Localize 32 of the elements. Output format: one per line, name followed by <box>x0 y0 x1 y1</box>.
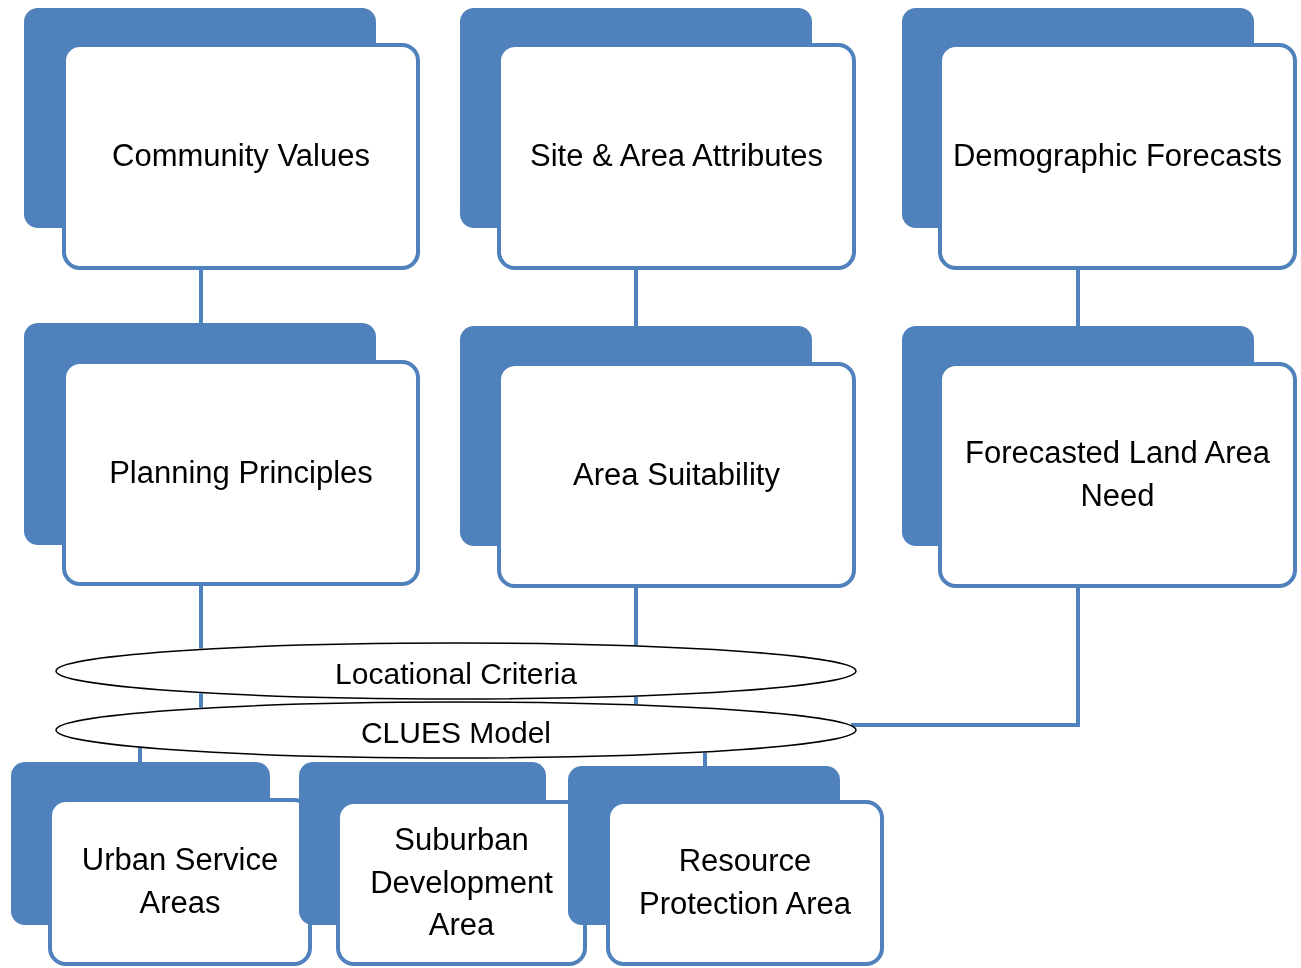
connector-line <box>634 696 638 705</box>
connector-line <box>851 588 1080 727</box>
connector-line <box>199 270 203 323</box>
connector-line <box>1076 270 1080 326</box>
connector-line <box>199 693 203 708</box>
stacked-card <box>902 326 1297 588</box>
node-label: Community Values <box>111 137 371 176</box>
stacked-card <box>299 762 587 966</box>
connector-line <box>634 588 638 646</box>
node-label: Area Suitability <box>572 455 781 494</box>
node-label: Urban Service Areas <box>80 841 280 922</box>
node-label: Resource Protection Area <box>638 842 852 923</box>
node-label: Forecasted Land Area Need <box>963 434 1271 515</box>
ellipse-node <box>55 642 857 700</box>
node-label: Site & Area Attributes <box>529 137 824 176</box>
stacked-card <box>568 766 884 966</box>
node-label: Planning Principles <box>108 453 374 492</box>
node-label: Demographic Forecasts <box>951 137 1284 176</box>
node-label: Suburban Development Area <box>369 820 554 945</box>
connector-line <box>634 270 638 326</box>
connector-line <box>138 747 142 762</box>
connector-line <box>199 586 203 649</box>
connector-line <box>703 752 707 766</box>
stacked-card <box>24 323 420 586</box>
node-label: Locational Criteria <box>334 656 578 693</box>
stacked-card <box>460 8 856 270</box>
node-label: CLUES Model <box>359 715 553 752</box>
stacked-card <box>460 326 856 588</box>
stacked-card <box>902 8 1297 270</box>
stacked-card <box>24 8 420 270</box>
ellipse-node <box>55 701 857 759</box>
stacked-card <box>11 762 312 966</box>
